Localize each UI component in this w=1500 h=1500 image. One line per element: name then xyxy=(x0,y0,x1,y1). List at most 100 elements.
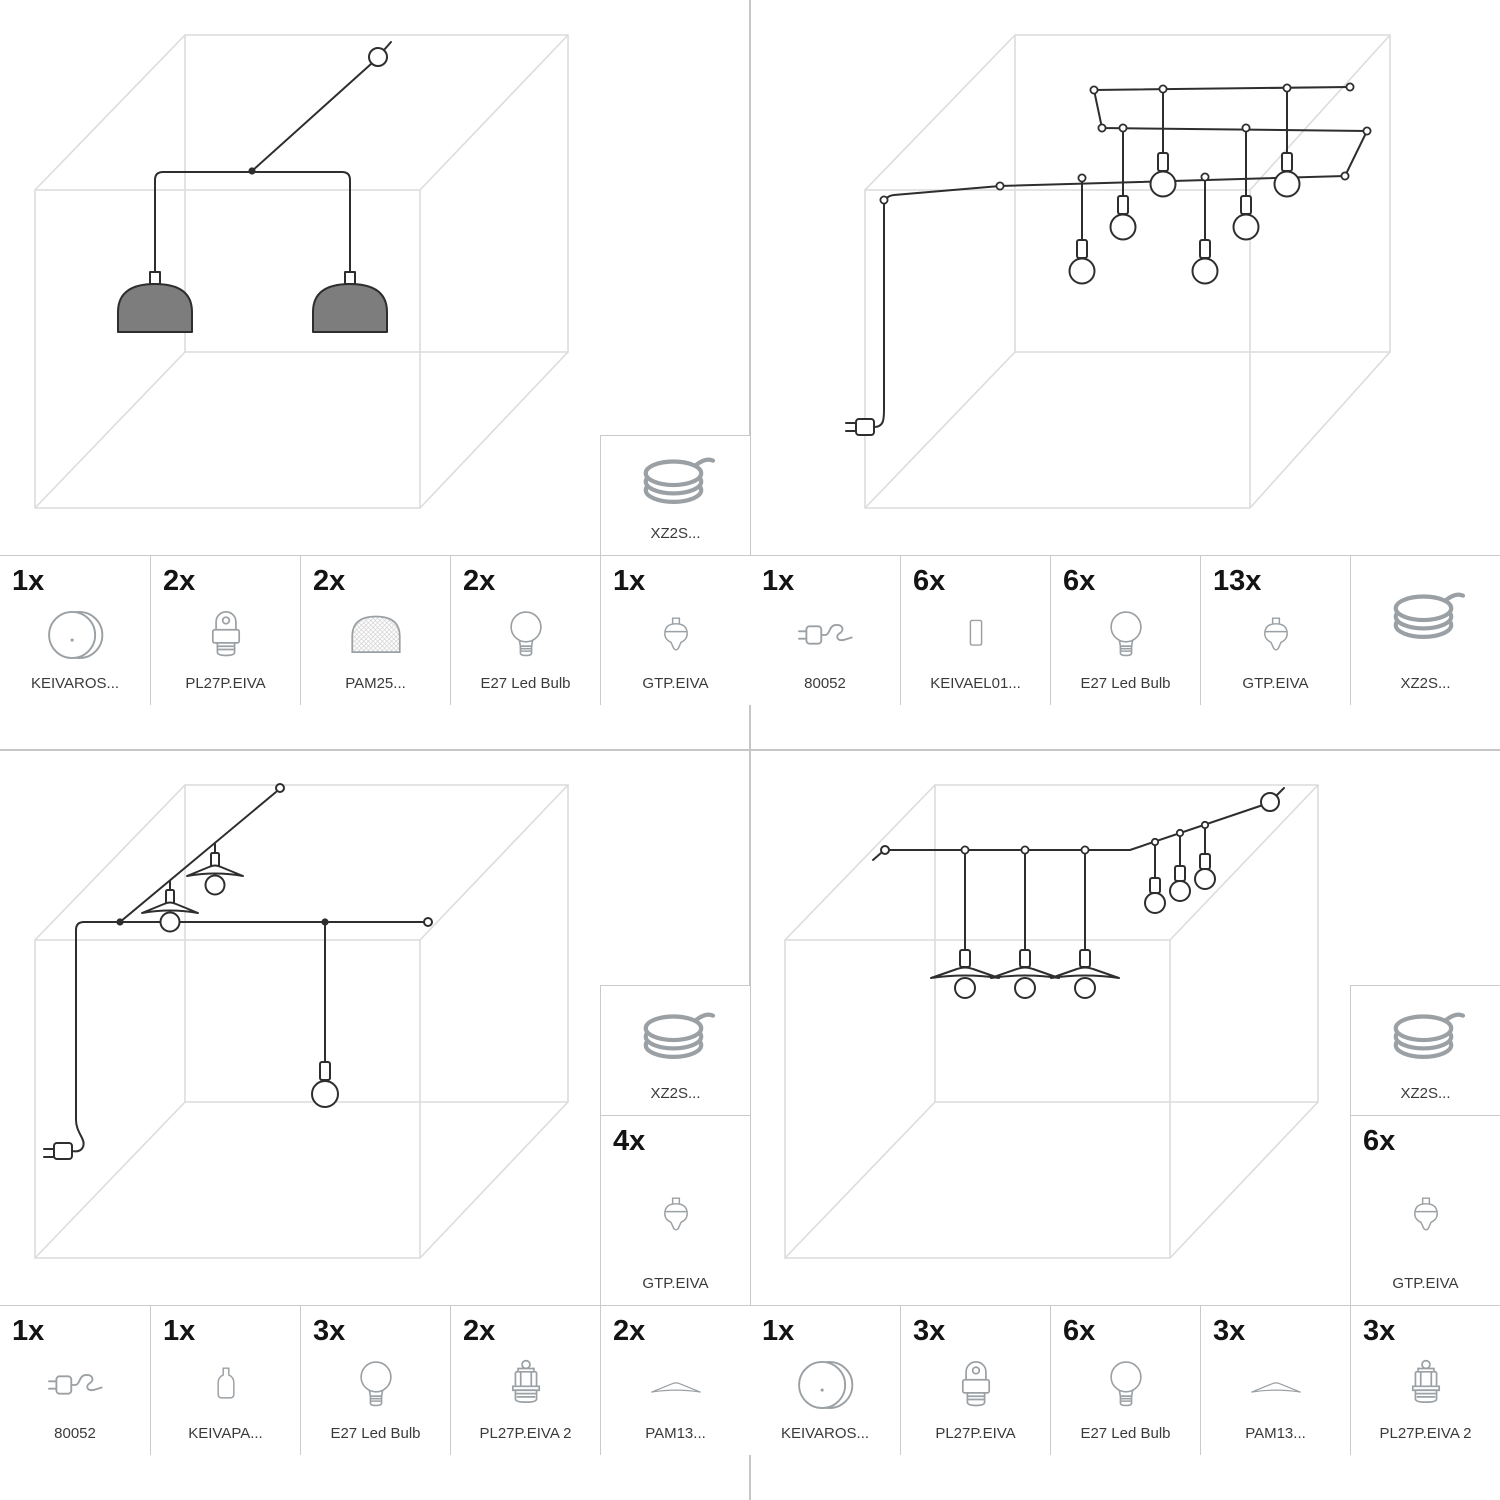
part-cell-lamp-holder: 3x PL27P.EIVA xyxy=(900,1305,1050,1455)
part-quantity: 1x xyxy=(12,565,45,597)
ceiling-rose-icon xyxy=(37,599,113,671)
part-label: PL27P.EIVA 2 xyxy=(1379,1425,1472,1442)
part-quantity: 3x xyxy=(1363,1315,1396,1347)
part-quantity: 2x xyxy=(463,1315,496,1347)
part-cell-decentralizer: 13x GTP.EIVA xyxy=(1200,555,1350,705)
part-label: 80052 xyxy=(804,675,846,692)
diagram-saucer-pendant-lamp xyxy=(784,784,1319,1259)
part-quantity: 1x xyxy=(163,1315,196,1347)
part-cell-ceiling-rose: 1x KEIVAROS... xyxy=(750,1305,900,1455)
part-label: PAM13... xyxy=(645,1425,706,1442)
part-label: PAM13... xyxy=(1245,1425,1306,1442)
part-label: E27 Led Bulb xyxy=(330,1425,421,1442)
kit-quadrant-plugin-pendants: XZ2S... 4x GTP.EIVA 2x PAM13... 1x 80052… xyxy=(0,750,750,1500)
part-quantity: 1x xyxy=(12,1315,45,1347)
part-cell-lamp-holder: 2x PL27P.EIVA xyxy=(150,555,300,705)
part-cell-cable-coil: XZ2S... xyxy=(600,985,750,1115)
cable-end-stub xyxy=(872,852,882,861)
part-cell-cable-coil: XZ2S... xyxy=(1350,555,1500,705)
part-quantity: 2x xyxy=(613,1315,646,1347)
cable-coil-icon xyxy=(620,438,732,522)
saucer-pendant xyxy=(1050,949,1120,999)
part-quantity: 3x xyxy=(1213,1315,1246,1347)
diagram-two-pendant-lamp xyxy=(34,34,569,509)
wall-plug xyxy=(53,1142,73,1160)
suspension-cable xyxy=(251,63,372,172)
part-quantity: 3x xyxy=(313,1315,346,1347)
part-label: E27 Led Bulb xyxy=(480,675,571,692)
part-quantity: 1x xyxy=(762,1315,795,1347)
power-plug-icon xyxy=(29,1354,121,1416)
part-label: E27 Led Bulb xyxy=(1080,1425,1171,1442)
part-label: 80052 xyxy=(54,1425,96,1442)
flat-lampshade-icon xyxy=(1227,1358,1325,1412)
part-quantity: 1x xyxy=(762,565,795,597)
cable-coil-icon xyxy=(620,993,732,1077)
pendant-lamp-assembly xyxy=(117,41,392,333)
cable-coil-icon xyxy=(1370,573,1482,657)
room-cube-wireframe xyxy=(864,34,1391,509)
cable-coil-icon xyxy=(1370,993,1482,1077)
room-cube-wireframe xyxy=(34,34,569,509)
bulb-drop-cables xyxy=(1081,87,1288,241)
flat-lampshade-icon xyxy=(627,1358,725,1412)
cable-end-stub xyxy=(1276,787,1285,796)
diagonal-cable xyxy=(119,791,277,923)
led-bulb-icon xyxy=(1095,598,1157,672)
cable-end-stub xyxy=(383,41,392,51)
holder-cover-icon xyxy=(198,1356,254,1414)
part-label: KEIVAEL01... xyxy=(930,675,1021,692)
part-label: XZ2S... xyxy=(1400,675,1451,692)
hanging-bulb xyxy=(311,1080,339,1108)
connection-cover-icon xyxy=(948,606,1004,664)
part-label: KEIVAPA... xyxy=(188,1425,263,1442)
cable-decentralizer-icon xyxy=(648,1186,704,1244)
part-label: KEIVAROS... xyxy=(780,1425,870,1442)
part-cell-decentralizer: 6x GTP.EIVA xyxy=(1350,1115,1500,1305)
cable-end-hook xyxy=(880,845,890,855)
part-cell-cable-coil: XZ2S... xyxy=(600,435,750,555)
part-quantity: 3x xyxy=(913,1315,946,1347)
diagram-plugin-pendant-lamp xyxy=(34,783,569,1259)
cable-end-hook xyxy=(275,783,285,793)
part-cell-decentralizer: 4x GTP.EIVA xyxy=(600,1115,750,1305)
part-cell-flat-shade: 3x PAM13... xyxy=(1200,1305,1350,1455)
part-cell-lamp-holder-2: 2x PL27P.EIVA 2 xyxy=(450,1305,600,1455)
power-cable xyxy=(873,185,1001,428)
lamp-holder-icon xyxy=(188,602,264,668)
part-cell-plug: 1x 80052 xyxy=(750,555,900,705)
cable-decentralizer-icon xyxy=(648,606,704,664)
part-cell-flat-shade: 2x PAM13... xyxy=(600,1305,750,1455)
part-label: PL27P.EIVA xyxy=(185,675,266,692)
part-quantity: 4x xyxy=(613,1125,646,1157)
part-label: GTP.EIVA xyxy=(642,1275,709,1292)
wall-plug xyxy=(855,418,875,436)
power-cable xyxy=(71,921,425,1153)
part-quantity: 2x xyxy=(163,565,196,597)
diagram-string-light-grid xyxy=(845,34,1391,509)
shade-fitting xyxy=(344,271,356,285)
led-bulb-icon xyxy=(495,598,557,672)
bare-bulb-pendant xyxy=(1144,853,1216,914)
bulb-socket xyxy=(319,1061,331,1081)
string-light-assembly xyxy=(845,82,1372,436)
saucer-pendant xyxy=(141,880,199,933)
kit-quadrant-two-pendant: XZ2S... 1x KEIVAROS... 2x PL27P.EIVA 2x … xyxy=(0,0,750,750)
dome-shade xyxy=(117,283,193,333)
part-quantity: 13x xyxy=(1213,565,1262,597)
lamp-holder-2-icon xyxy=(488,1352,564,1418)
room-cube-wireframe xyxy=(34,784,569,1259)
part-cell-led-bulb: 2x E27 Led Bulb xyxy=(450,555,600,705)
saucer-pendant xyxy=(930,949,1000,999)
lamp-holder-2-icon xyxy=(1388,1352,1464,1418)
part-cell-plug: 1x 80052 xyxy=(0,1305,150,1455)
part-quantity: 6x xyxy=(1363,1125,1396,1157)
dome-lampshade-icon xyxy=(338,602,414,668)
part-cell-led-bulb: 6x E27 Led Bulb xyxy=(1050,1305,1200,1455)
part-label: GTP.EIVA xyxy=(1242,675,1309,692)
cable-end-hook xyxy=(423,917,433,927)
led-bulb-icon xyxy=(345,1348,407,1422)
hanging-bulbs xyxy=(1068,170,1301,285)
cable-decentralizer-hooks xyxy=(960,820,1210,855)
